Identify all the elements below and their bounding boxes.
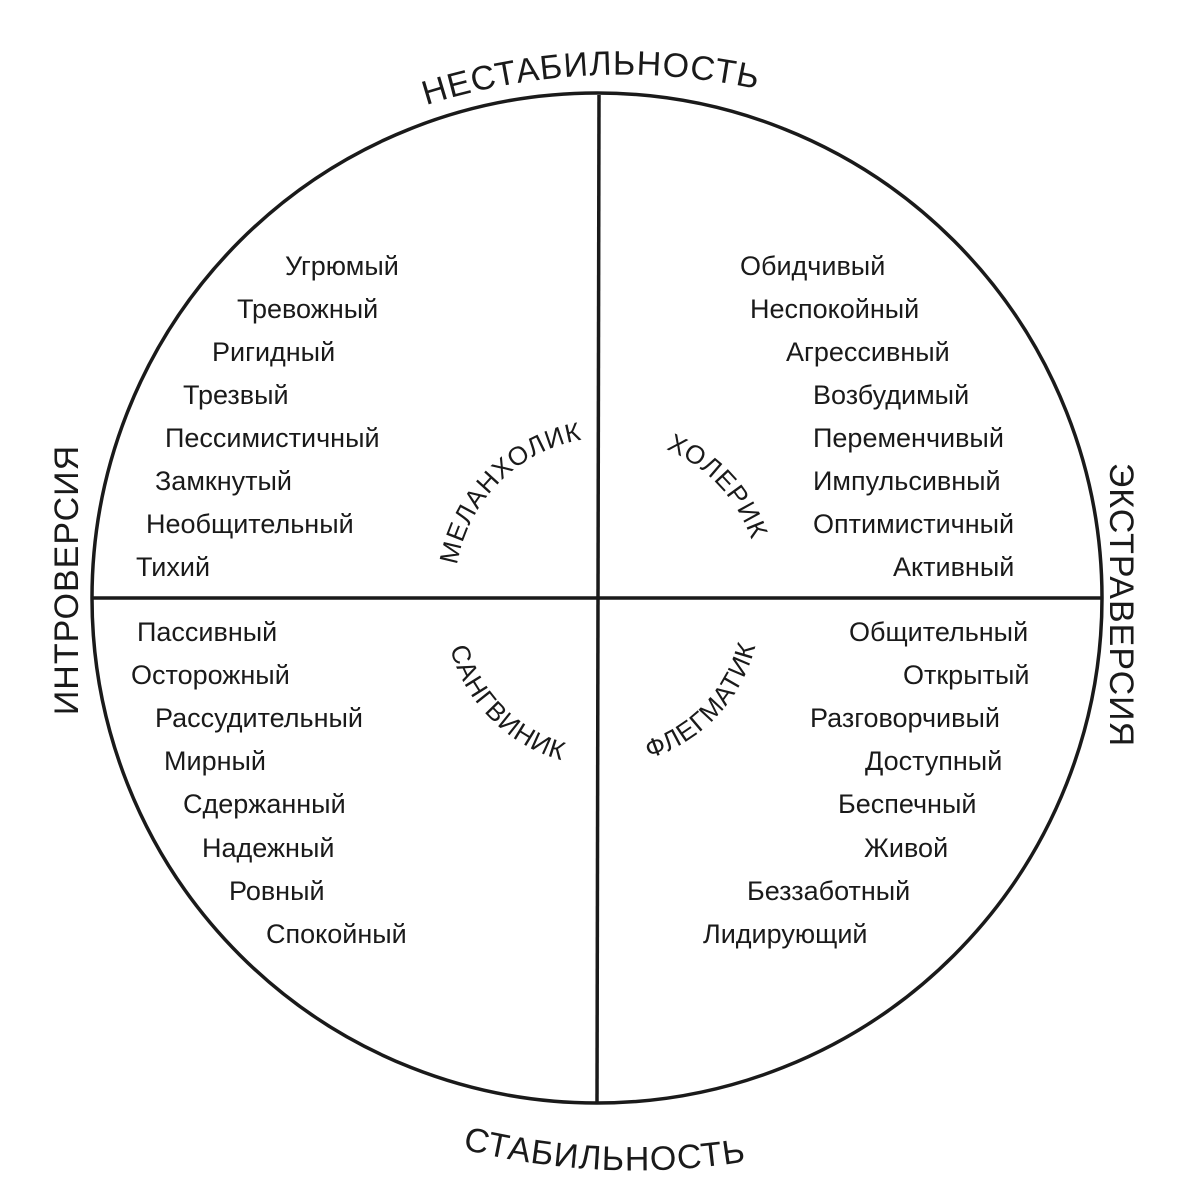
- axis-label-top: НЕСТАБИЛЬНОСТЬ: [417, 45, 763, 113]
- temperament-phlegmatic: ФЛЕГМАТИК: [641, 638, 762, 764]
- trait-label: Угрюмый: [285, 251, 399, 281]
- trait-label: Беззаботный: [747, 876, 910, 906]
- trait-label: Открытый: [903, 660, 1029, 690]
- trait-label: Необщительный: [146, 509, 354, 539]
- trait-label: Лидирующий: [703, 919, 867, 949]
- trait-label: Импульсивный: [813, 466, 1001, 496]
- trait-label: Оптимистичный: [813, 509, 1014, 539]
- trait-label: Доступный: [865, 746, 1002, 776]
- trait-label: Активный: [893, 552, 1014, 582]
- axis-label-right: ЭКСТРАВЕРСИЯ: [1102, 463, 1140, 747]
- trait-label: Осторожный: [131, 660, 290, 690]
- trait-label: Неспокойный: [750, 294, 919, 324]
- trait-label: Переменчивый: [813, 423, 1004, 453]
- trait-label: Разговорчивый: [810, 703, 1000, 733]
- trait-label: Возбудимый: [813, 380, 969, 410]
- quadrant-bottom-left: Пассивный Осторожный Рассудительный Мирн…: [131, 617, 407, 949]
- trait-label: Замкнутый: [155, 466, 292, 496]
- trait-label: Трезвый: [183, 380, 289, 410]
- trait-label: Тихий: [136, 552, 210, 582]
- trait-label: Пассивный: [137, 617, 277, 647]
- trait-label: Мирный: [164, 746, 266, 776]
- axis-label-bottom: СТАБИЛЬНОСТЬ: [461, 1120, 749, 1179]
- trait-label: Беспечный: [838, 789, 976, 819]
- trait-label: Надежный: [202, 833, 334, 863]
- trait-label: Ровный: [229, 876, 325, 906]
- temperament-choleric: ХОЛЕРИК: [663, 427, 774, 542]
- trait-label: Агрессивный: [786, 337, 950, 367]
- trait-label: Спокойный: [266, 919, 407, 949]
- trait-label: Тревожный: [237, 294, 378, 324]
- trait-label: Ригидный: [212, 337, 335, 367]
- temperament-melancholic: МЕЛАНХОЛИК: [433, 416, 584, 567]
- trait-label: Обидчивый: [740, 251, 885, 281]
- axis-label-left: ИНТРОВЕРСИЯ: [48, 445, 86, 715]
- trait-label: Пессимистичный: [165, 423, 380, 453]
- quadrant-top-right: Обидчивый Неспокойный Агрессивный Возбуд…: [740, 251, 1014, 582]
- trait-label: Живой: [864, 833, 948, 863]
- temperament-sanguine: САНГВИНИК: [444, 641, 569, 767]
- trait-label: Общительный: [849, 617, 1028, 647]
- quadrant-top-left: Угрюмый Тревожный Ригидный Трезвый Песси…: [136, 251, 399, 582]
- trait-label: Рассудительный: [155, 703, 363, 733]
- quadrant-bottom-right: Общительный Открытый Разговорчивый Досту…: [703, 617, 1029, 949]
- trait-label: Сдержанный: [183, 789, 346, 819]
